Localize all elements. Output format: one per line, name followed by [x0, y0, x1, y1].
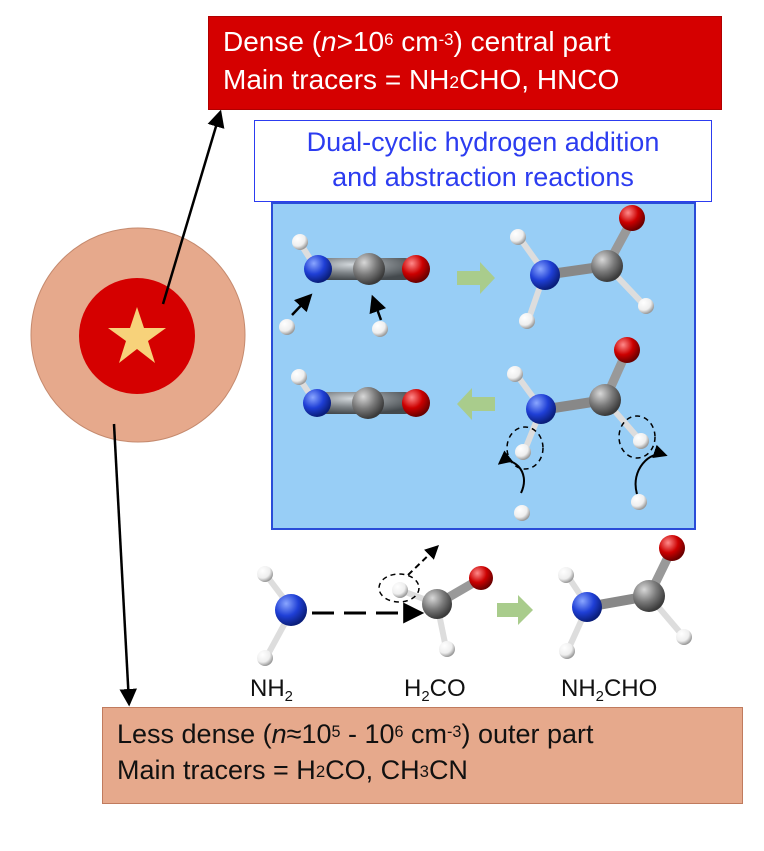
h-attack-arrow	[369, 294, 387, 321]
nitrogen-atom	[572, 592, 602, 622]
arrow-to-dense-box	[161, 109, 225, 305]
nitrogen-atom	[304, 255, 332, 283]
nh2-label: NH2	[250, 675, 293, 705]
dense-box-line2: Main tracers = NH2CHO, HNCO	[223, 64, 620, 95]
abstraction-arrow	[497, 450, 525, 494]
carbon-atom	[422, 589, 452, 619]
nh2-molecule	[257, 566, 307, 666]
oxygen-atom	[614, 337, 640, 363]
hydrogen-atom	[372, 321, 388, 337]
hydrogen-atom	[633, 433, 649, 449]
oxygen-atom	[469, 566, 493, 590]
oxygen-atom	[619, 205, 645, 231]
nitrogen-atom	[530, 260, 560, 290]
hydrogen-atom	[291, 369, 307, 385]
nitrogen-atom	[275, 594, 307, 626]
hydrogen-atom	[257, 650, 273, 666]
oxygen-atom	[402, 389, 430, 417]
nh2cho-label: NH2CHO	[561, 675, 658, 705]
h2co-molecule	[392, 566, 493, 657]
dual-box-line1: Dual-cyclic hydrogen addition	[306, 127, 660, 157]
hydrogen-atom	[507, 366, 523, 382]
less-dense-outer-part-box: Less dense (n≈105 - 106 cm-3) outer part…	[102, 707, 743, 804]
reaction-arrow-reverse	[457, 388, 495, 420]
hydrogen-atom	[631, 494, 647, 510]
nh2cho-molecule-top	[510, 205, 654, 329]
hnco-molecule-top	[292, 234, 430, 285]
h2co-label: H2CO	[404, 675, 466, 705]
nh2cho-molecule-bottom	[507, 337, 649, 460]
dense-box-line1: Dense (n>106 cm-3) central part	[223, 26, 611, 57]
reaction-scheme-panel	[271, 202, 696, 530]
arrow-to-less-box	[112, 423, 137, 707]
dense-central-part-box: Dense (n>106 cm-3) central part Main tra…	[208, 16, 722, 110]
nitrogen-atom	[303, 389, 331, 417]
h-attack-arrow	[291, 293, 313, 316]
dual-box-line2: and abstraction reactions	[332, 162, 634, 192]
less-box-line2: Main tracers = H2CO, CH3CN	[117, 755, 468, 785]
hydrogen-atom	[439, 641, 455, 657]
hydrogen-atom	[292, 234, 308, 250]
oxygen-atom	[402, 255, 430, 283]
less-box-line1: Less dense (n≈105 - 106 cm-3) outer part	[117, 719, 594, 749]
hydrogen-atom	[510, 229, 526, 245]
nitrogen-atom	[526, 394, 556, 424]
carbon-atom	[633, 580, 665, 612]
reaction-arrow-forward	[457, 262, 495, 294]
star-icon	[108, 307, 166, 363]
hnco-molecule-bottom	[291, 369, 430, 419]
hydrogen-atom	[392, 582, 408, 598]
hydrogen-atom	[257, 566, 273, 582]
hydrogen-atom	[515, 444, 531, 460]
hydrogen-atom	[279, 319, 295, 335]
h-leaving-arrow	[407, 545, 440, 576]
hydrogen-atom	[519, 313, 535, 329]
abstraction-highlight	[378, 573, 420, 603]
carbon-atom	[589, 384, 621, 416]
hydrogen-atom	[558, 567, 574, 583]
abstraction-arrow	[634, 444, 668, 495]
oxygen-atom	[659, 535, 685, 561]
reaction-arrow-forward	[497, 595, 533, 625]
nh2cho-molecule-product	[558, 535, 692, 659]
hydrogen-atom	[559, 643, 575, 659]
carbon-atom	[591, 250, 623, 282]
carbon-atom	[352, 387, 384, 419]
hydrogen-atom	[638, 298, 654, 314]
carbon-atom	[353, 253, 385, 285]
abstraction-highlight	[506, 426, 544, 470]
dual-cyclic-reactions-box: Dual-cyclic hydrogen addition and abstra…	[254, 120, 712, 202]
hydrogen-atom	[676, 629, 692, 645]
abstraction-highlight	[618, 415, 656, 459]
hydrogen-atom	[514, 505, 530, 521]
